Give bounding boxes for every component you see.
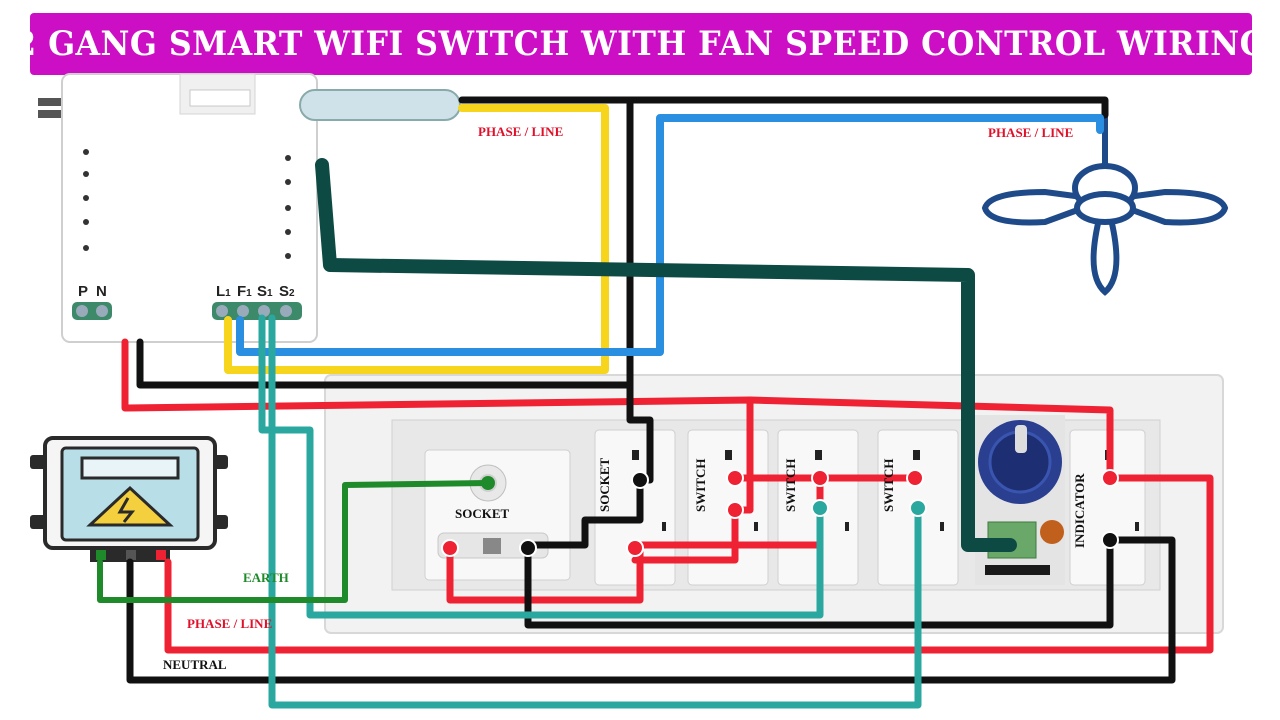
wire-red-switch1 bbox=[631, 506, 739, 564]
wire-red-indicator bbox=[164, 474, 1214, 654]
page-title: 2 GANG SMART WIFI SWITCH WITH FAN SPEED … bbox=[14, 24, 1268, 64]
switch-board bbox=[324, 374, 1224, 634]
wire-red-switch-link bbox=[746, 396, 1114, 482]
svg-text:S2: S2 bbox=[279, 283, 295, 300]
label-phase-line-bottom: PHASE / LINE bbox=[187, 616, 272, 631]
label-phase-line-top: PHASE / LINE bbox=[478, 124, 563, 139]
smart-wifi-module: P N L1 F1 S1 S2 bbox=[38, 73, 461, 343]
label-socket-vertical: SOCKET bbox=[597, 457, 612, 512]
svg-text:L1: L1 bbox=[216, 283, 231, 300]
wire-black-neutral-module bbox=[136, 96, 1109, 389]
label-indicator: INDICATOR bbox=[1072, 473, 1087, 548]
wire-black-neutral-main bbox=[126, 536, 1176, 684]
terminal-block-right bbox=[212, 302, 302, 320]
wire-dark-green-fan bbox=[315, 158, 1017, 552]
terminal-label-p: P bbox=[78, 283, 88, 300]
ceiling-fan-icon bbox=[981, 115, 1229, 296]
wire-teal-s2 bbox=[268, 314, 922, 709]
label-switch-2: SWITCH bbox=[783, 459, 798, 512]
terminal-dots bbox=[441, 469, 1119, 557]
power-distribution-box bbox=[30, 436, 228, 562]
terminal-labels-right: L1 F1 S1 S2 bbox=[216, 283, 295, 300]
title-banner: 2 GANG SMART WIFI SWITCH WITH FAN SPEED … bbox=[15, 13, 1267, 75]
label-earth: EARTH bbox=[243, 570, 289, 585]
antenna bbox=[299, 89, 461, 121]
wire-teal-s1 bbox=[258, 314, 824, 619]
label-phase-line-fan: PHASE / LINE bbox=[988, 125, 1073, 140]
label-socket: SOCKET bbox=[455, 506, 510, 521]
fan-regulator bbox=[975, 415, 1065, 585]
wire-green-earth bbox=[97, 480, 491, 603]
label-switch-3: SWITCH bbox=[881, 459, 896, 512]
wire-blue-fan bbox=[236, 114, 1104, 356]
terminal-label-n: N bbox=[96, 283, 107, 300]
wire-yellow-phase bbox=[224, 104, 609, 374]
svg-text:S1: S1 bbox=[257, 283, 273, 300]
svg-text:F1: F1 bbox=[237, 283, 252, 300]
label-switch-1: SWITCH bbox=[693, 459, 708, 512]
label-neutral: NEUTRAL bbox=[163, 657, 227, 672]
